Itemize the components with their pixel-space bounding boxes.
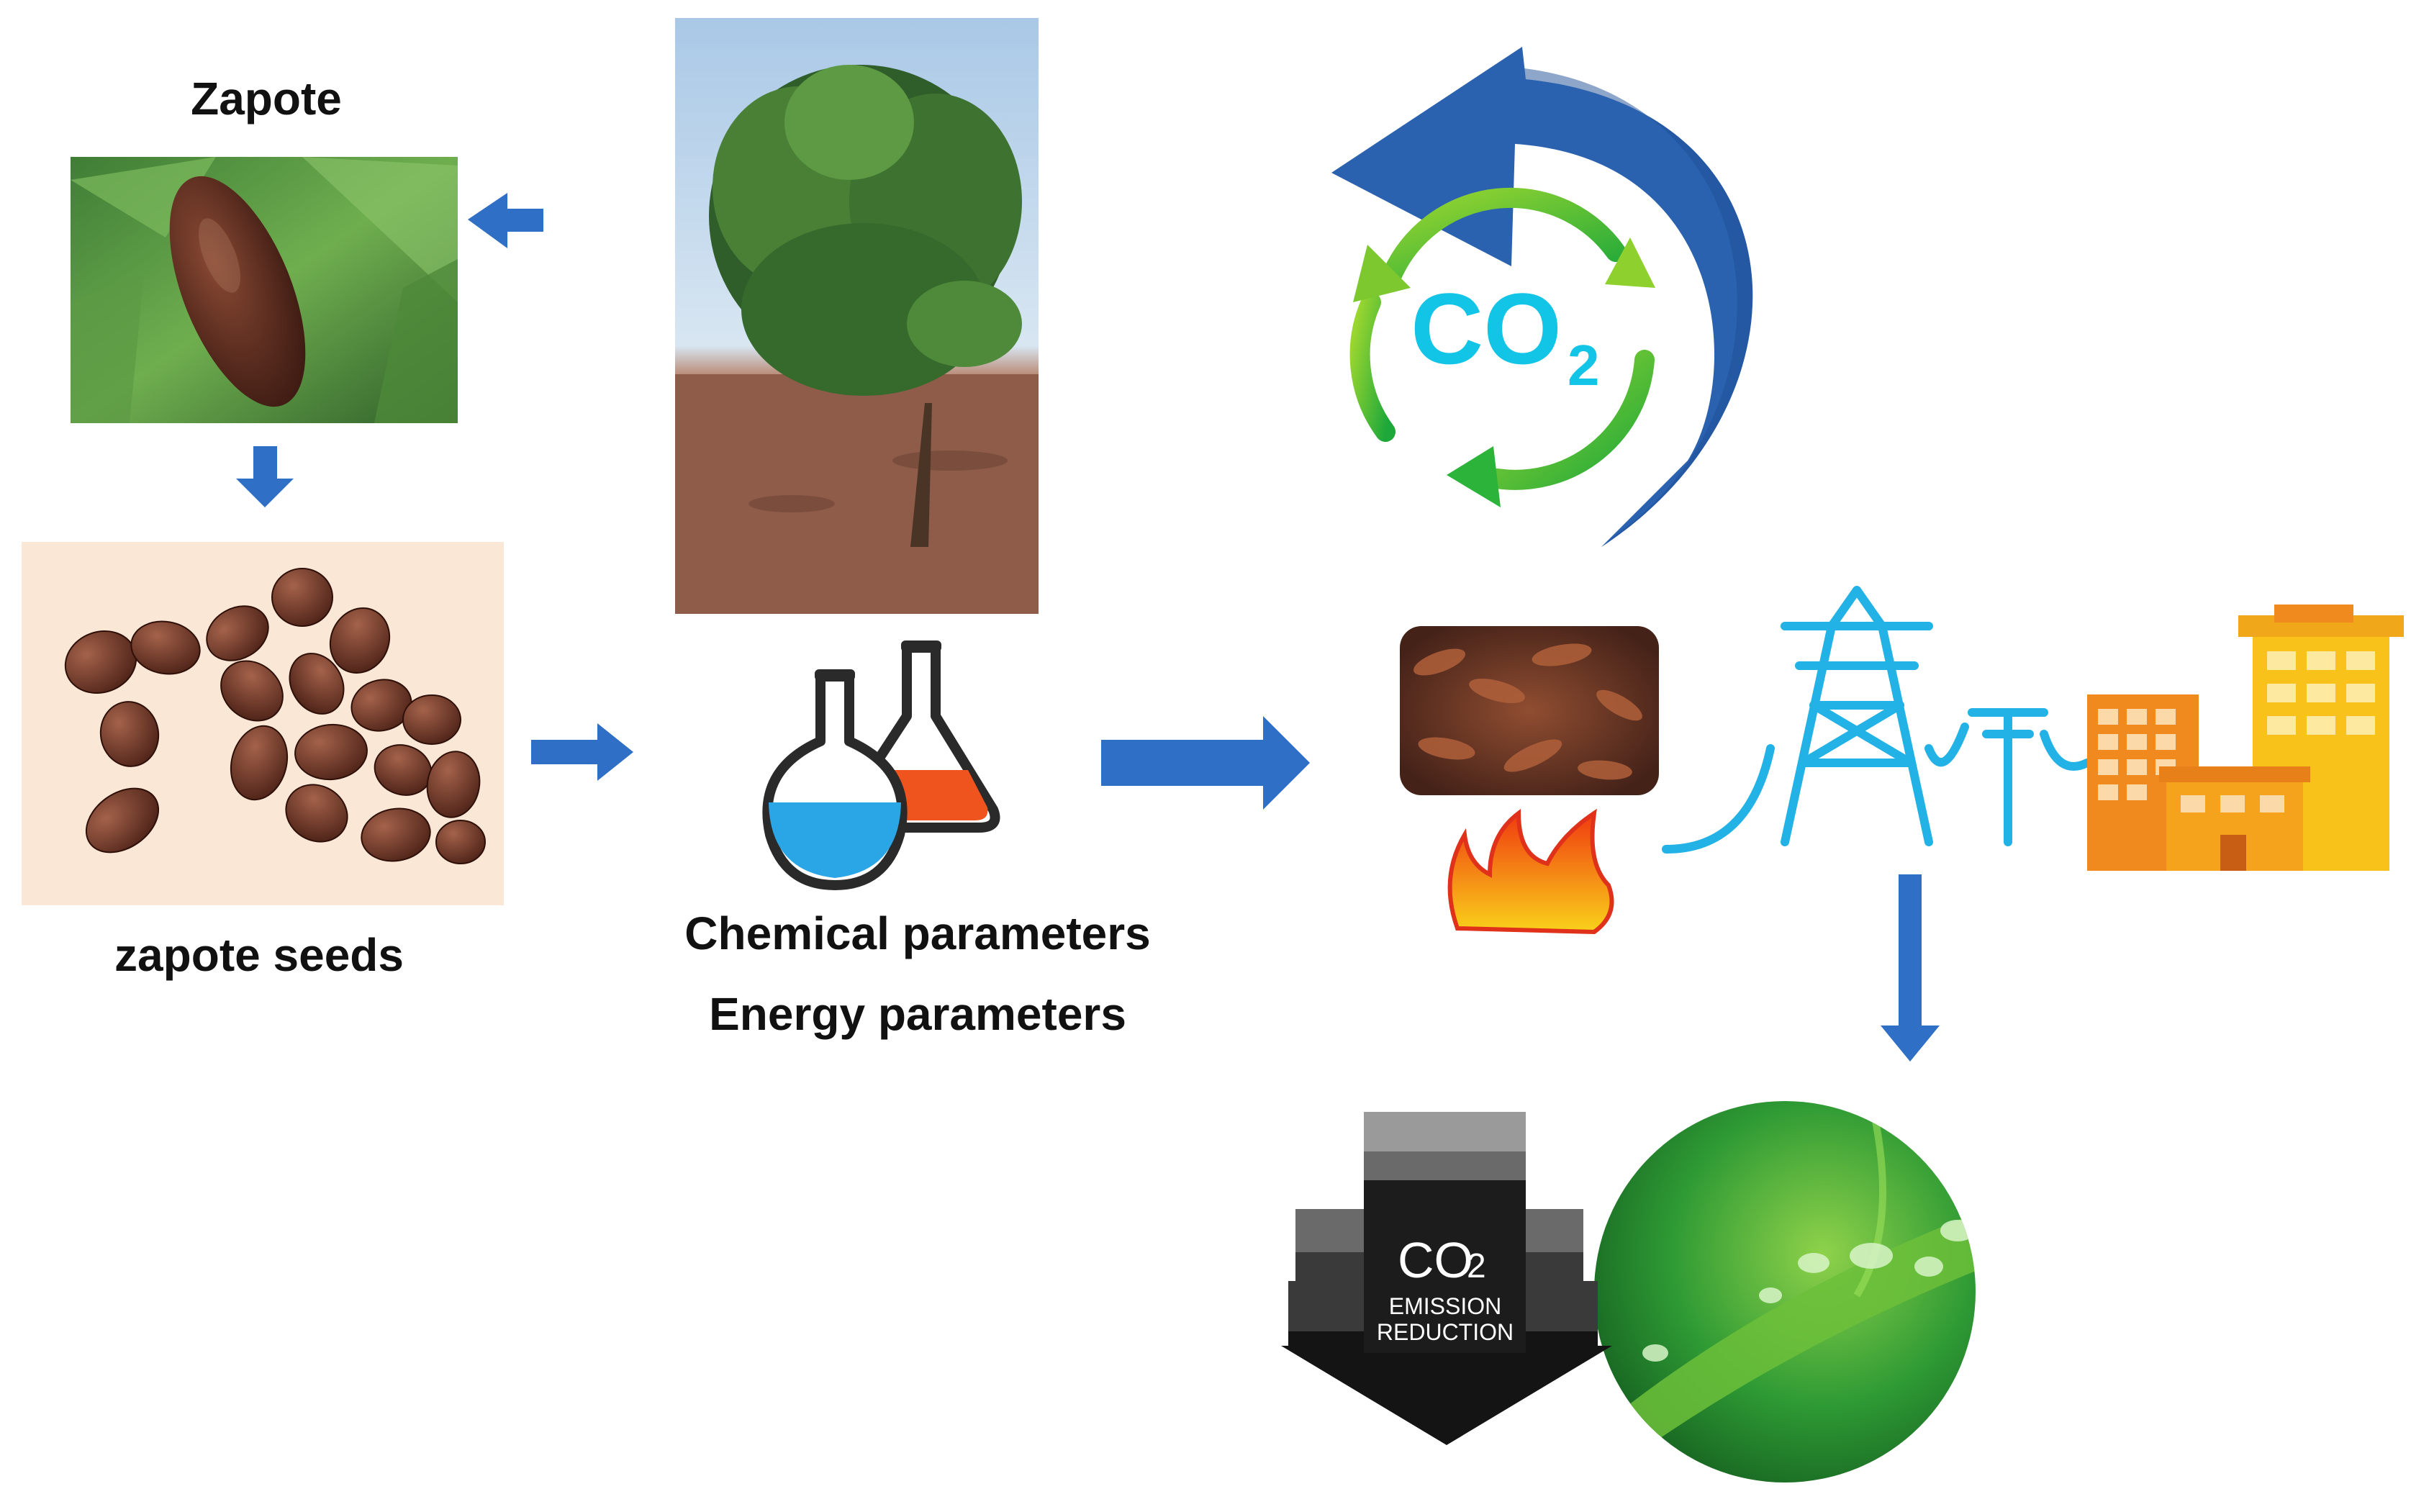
arrow-tree-to-fruit <box>468 193 543 248</box>
zapote-seeds-photo <box>22 542 504 905</box>
power-grid-icon <box>1662 586 2091 854</box>
arrow-fruit-to-seeds <box>236 446 294 507</box>
co2-cycle-icon: CO 2 <box>1349 187 1655 507</box>
seeds-caption: zapote seeds <box>114 929 404 981</box>
fruit-title: Zapote <box>191 73 342 125</box>
badge-emission-text: EMISSION <box>1389 1293 1501 1319</box>
badge-co2-text: CO <box>1398 1232 1473 1288</box>
badge-reduction-text: REDUCTION <box>1377 1319 1514 1345</box>
arrow-seeds-to-lab <box>531 723 633 781</box>
badge-co2-subscript: 2 <box>1467 1247 1486 1285</box>
co2-cycle-text: CO <box>1411 272 1562 385</box>
lab-flasks-icon <box>762 640 1000 890</box>
carbon-return-arrow <box>1331 47 1753 547</box>
city-buildings-icon <box>2087 605 2404 871</box>
co2-cycle-subscript: 2 <box>1568 333 1600 397</box>
co2-emission-reduction-badge: CO 2 EMISSION REDUCTION <box>1281 1112 1612 1445</box>
energy-parameters-label: Energy parameters <box>709 988 1126 1040</box>
arrow-lab-to-combustion <box>1101 716 1310 810</box>
zapote-tree-photo <box>675 18 1039 614</box>
biomass-combustion <box>1400 626 1659 935</box>
arrow-to-emission-reduction <box>1881 874 1940 1061</box>
green-leaf-circle-photo <box>1594 1101 1976 1482</box>
zapote-fruit-photo <box>71 157 458 423</box>
chemical-parameters-label: Chemical parameters <box>684 907 1151 959</box>
